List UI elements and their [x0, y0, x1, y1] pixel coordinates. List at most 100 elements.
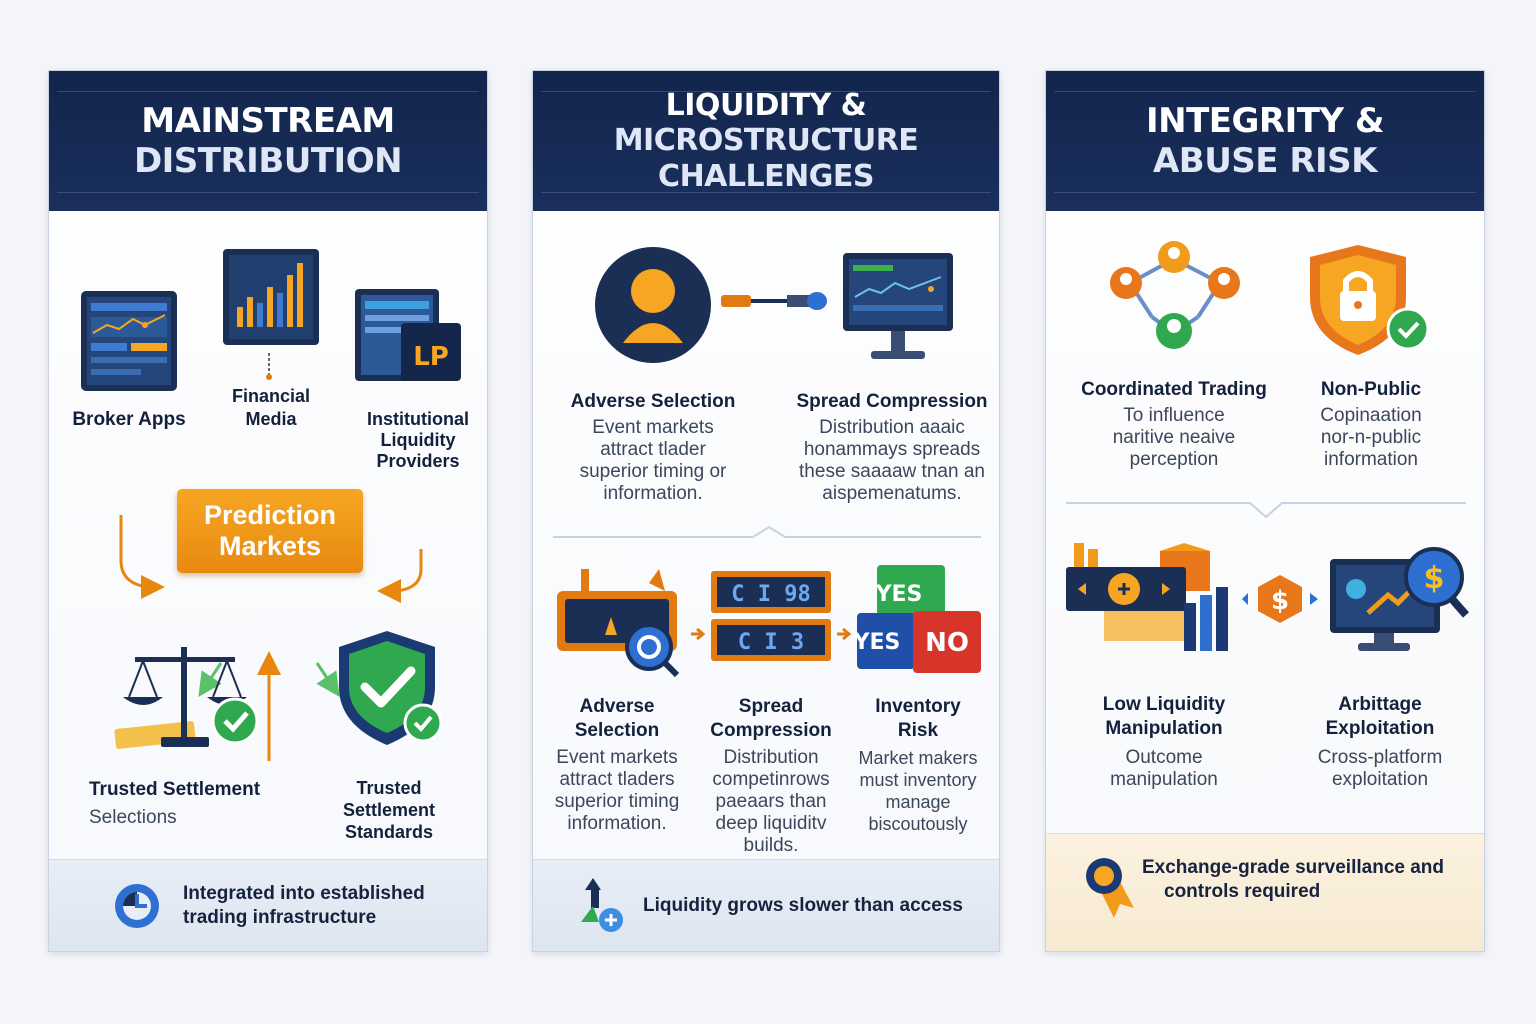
- desc-line: Cross-platform: [1317, 747, 1443, 768]
- svg-text:$: $: [1424, 561, 1445, 596]
- trusted-line: Trusted: [356, 778, 422, 798]
- institutional-line: Institutional: [367, 409, 469, 429]
- label-line: Low Liquidity: [1102, 694, 1226, 715]
- bottom-spread-compression-label: Spread Compression: [693, 695, 849, 743]
- desc-line: paeaars than: [715, 791, 827, 812]
- title-line-2: ABUSE RISK: [1152, 141, 1378, 181]
- desc-line: manipulation: [1110, 769, 1218, 790]
- desc-line: attract tlader: [600, 439, 706, 460]
- desc-line: superior timing: [554, 791, 680, 812]
- award-badge-icon: [1086, 858, 1134, 918]
- hub-line-1: Prediction: [203, 500, 337, 530]
- desc-line: nor-n-public: [1320, 427, 1422, 448]
- desc-line: competinrows: [712, 769, 830, 790]
- financial-label-line: Financial: [231, 386, 311, 406]
- settlement-line: Settlement: [342, 800, 436, 820]
- title-line-2: MICROSTRUCTURE CHALLENGES: [613, 123, 919, 194]
- label-line: Exploitation: [1325, 718, 1435, 739]
- panel-footer: Liquidity grows slower than access: [533, 859, 999, 951]
- desc-line: manage: [885, 792, 951, 812]
- spread-compression-desc: Distribution aaaic honammays spreads the…: [781, 417, 999, 505]
- desc-line: exploitation: [1331, 769, 1429, 790]
- label-line: Adverse: [579, 696, 655, 717]
- label-line: Arbittage: [1338, 694, 1422, 715]
- footer-line-1: Exchange-grade surveillance and: [1142, 857, 1445, 878]
- arrow-right-icon: [837, 627, 852, 641]
- desc-line: biscoutously: [868, 814, 968, 834]
- liquidity-growth-icon: [581, 878, 623, 932]
- bottom-spread-compression-desc: Distribution competinrows paeaars than d…: [693, 747, 849, 857]
- clock-pie-icon: [115, 884, 159, 928]
- panel-header: MAINSTREAM DISTRIBUTION: [49, 71, 487, 211]
- footer-line-1: Integrated into established: [183, 883, 425, 904]
- prediction-markets-hub: Prediction Markets: [177, 489, 363, 573]
- desc-line: Event markets: [592, 417, 714, 438]
- label-line: Risk: [897, 720, 939, 741]
- device-magnifier-icon: [557, 569, 680, 678]
- panel-header: INTEGRITY & ABUSE RISK: [1046, 71, 1484, 211]
- desc-line: these saaaaw tnan an: [799, 461, 985, 482]
- footer-text: Integrated into established trading infr…: [183, 882, 473, 930]
- low-liquidity-manipulation-desc: Outcome manipulation: [1066, 747, 1262, 791]
- inventory-risk-label: Inventory Risk: [843, 695, 993, 743]
- section-divider: [1066, 502, 1466, 519]
- non-public-label: Non-Public: [1320, 379, 1422, 400]
- panel-title: MAINSTREAM DISTRIBUTION: [133, 100, 403, 181]
- panel-mainstream-distribution: MAINSTREAM DISTRIBUTION Broker Apps Fina…: [48, 70, 488, 952]
- trusted-settlement-standards-label: Trusted Settlement Standards: [319, 777, 459, 843]
- title-line-1: INTEGRITY &: [1145, 100, 1385, 141]
- panel-title: INTEGRITY & ABUSE RISK: [1145, 100, 1385, 181]
- desc-line: must inventory: [859, 770, 977, 790]
- financial-media-label: Financial Media: [209, 385, 333, 431]
- arbitrage-monitor-icon: $: [1330, 547, 1470, 651]
- desc-line: To influence: [1123, 405, 1225, 426]
- trading-monitor-icon: [843, 253, 953, 359]
- broker-apps-label: Broker Apps: [72, 409, 186, 430]
- price-screens-icon: C I 98 C I 3: [711, 571, 831, 661]
- desc-line: attract tladers: [559, 769, 675, 790]
- arbitrage-exploitation-label: Arbittage Exploitation: [1290, 693, 1470, 741]
- financial-media-chart-icon: [223, 249, 319, 345]
- trader-person-icon: [595, 247, 711, 363]
- footer-text: Liquidity grows slower than access: [643, 895, 963, 916]
- inventory-risk-desc: Market makers must inventory manage bisc…: [843, 747, 993, 835]
- spread-compression-label: Spread Compression: [796, 391, 988, 412]
- screen-readout-a: C I 98: [731, 582, 810, 607]
- dollar-coin-icon: $: [1242, 575, 1318, 623]
- coordinated-trading-desc: To influence naritive neaive perception: [1060, 405, 1288, 471]
- no-block: NO: [925, 628, 969, 658]
- desc-line: naritive neaive: [1112, 427, 1236, 448]
- title-line-1: LIQUIDITY &: [665, 87, 867, 123]
- scales-of-justice-icon: [114, 647, 259, 749]
- desc-line: Outcome: [1125, 747, 1203, 768]
- desc-line: Distribution aaaic: [819, 417, 965, 438]
- desc-line: Copinaation: [1320, 405, 1422, 426]
- yes-block-bottom: YES: [855, 630, 900, 655]
- panel-integrity-abuse-risk: INTEGRITY & ABUSE RISK Coordinated Tradi…: [1045, 70, 1485, 952]
- section-divider: [553, 525, 981, 538]
- desc-line: aispemenatums.: [822, 483, 962, 504]
- title-line-1: MAINSTREAM: [141, 100, 395, 141]
- desc-line: superior timing or: [579, 461, 727, 482]
- adverse-selection-label: Adverse Selection: [570, 391, 736, 412]
- label-line: Compression: [710, 720, 832, 741]
- desc-line: deep liquiditv: [715, 813, 827, 834]
- adverse-selection-desc: Event markets attract tlader superior ti…: [543, 417, 763, 505]
- desc-line: Distribution: [723, 747, 819, 768]
- panel-header: LIQUIDITY & MICROSTRUCTURE CHALLENGES: [533, 71, 999, 211]
- institutional-lp-screen-icon: LP: [355, 289, 461, 381]
- yes-block-top: YES: [875, 582, 923, 607]
- desc-line: information.: [567, 813, 667, 834]
- svg-text:$: $: [1271, 586, 1289, 616]
- low-liquidity-manipulation-label: Low Liquidity Manipulation: [1066, 693, 1262, 741]
- coordinated-trading-label: Coordinated Trading: [1081, 379, 1267, 400]
- panel-footer: Integrated into established trading infr…: [49, 859, 487, 951]
- title-line-2: DISTRIBUTION: [133, 141, 403, 181]
- desc-line: builds.: [743, 835, 799, 856]
- selections-desc: Selections: [89, 807, 177, 828]
- footer-line-2: trading infrastructure: [183, 907, 377, 928]
- desc-line: information: [1324, 449, 1418, 470]
- institutional-liquidity-providers-label: Institutional Liquidity Providers: [343, 409, 487, 472]
- desc-line: perception: [1129, 449, 1219, 470]
- lp-badge-text: LP: [413, 342, 449, 372]
